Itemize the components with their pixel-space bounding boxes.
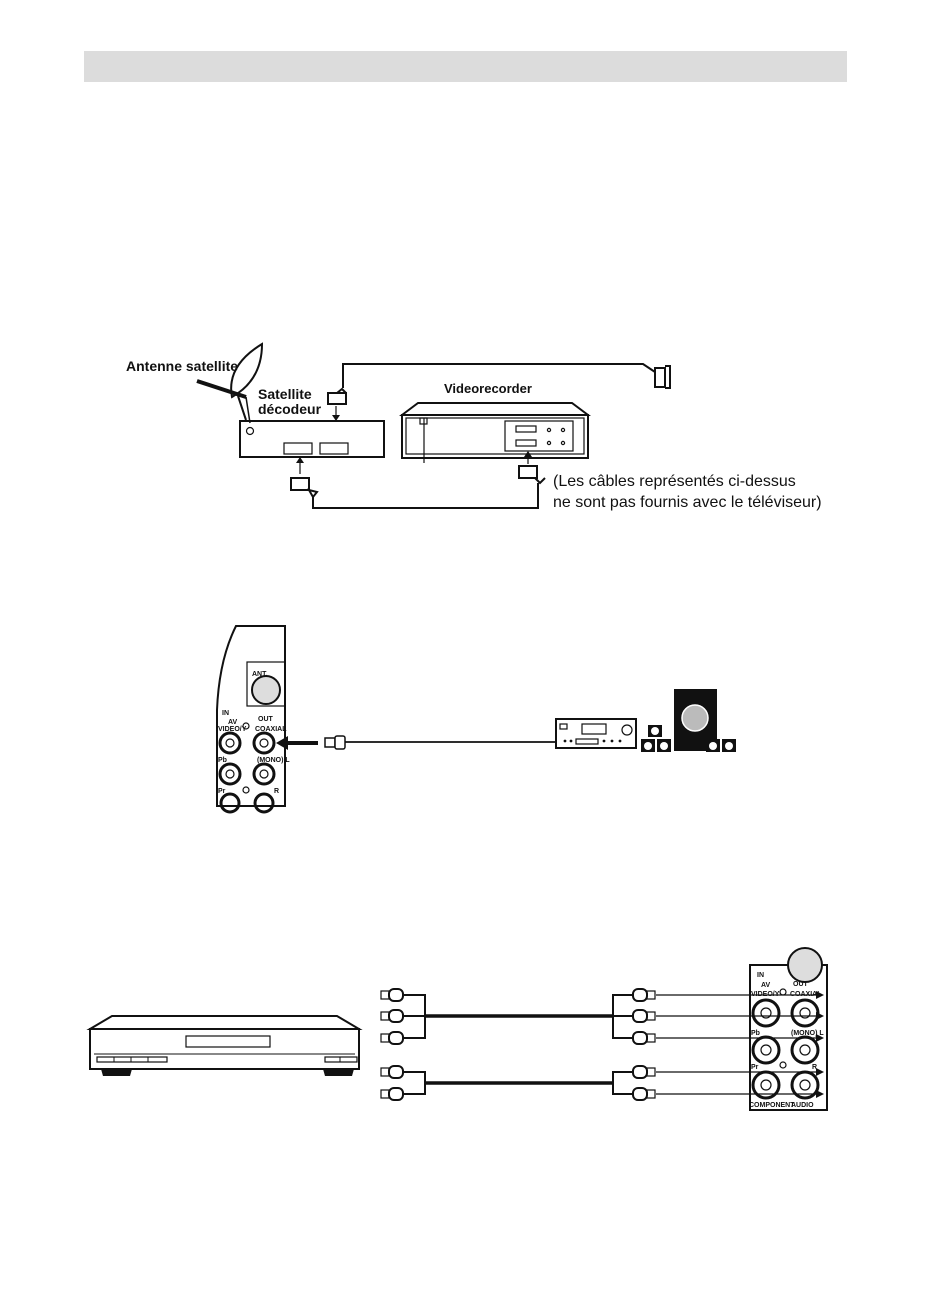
- component-label: COMPONENT: [749, 1102, 795, 1109]
- pb-label-2: Pb: [751, 1030, 760, 1037]
- in-label-2: IN: [757, 972, 764, 979]
- coaxial-arrow: [276, 736, 318, 750]
- video-y-label-2: VIDEO/Y: [751, 991, 780, 998]
- satellite-dish-icon: [197, 344, 262, 423]
- ant-label: ANT.: [252, 671, 268, 678]
- left-rca-plugs: [381, 989, 403, 1100]
- rca-jacks-right: [753, 1000, 818, 1098]
- av-label-2: AV: [761, 982, 771, 989]
- right-rca-plugs: [633, 989, 655, 1100]
- r-label: R: [274, 788, 279, 795]
- coaxial-label-2: COAXIAL: [790, 991, 822, 998]
- dvd-component-diagram: IN AV OUT VIDEO/Y COAXIAL Pb (MONO) L Pr…: [0, 955, 947, 1125]
- r-label-2: R: [812, 1064, 817, 1071]
- pr-label: Pr: [218, 788, 226, 795]
- av-amplifier-icon: [556, 719, 636, 748]
- coaxial-label: COAXIAL: [255, 726, 287, 733]
- decoder-label-line2: décodeur: [258, 401, 322, 417]
- coaxial-audio-diagram: ANT. IN AV OUT VIDEO/Y COAXIAL Pb (MONO)…: [0, 610, 947, 820]
- audio-label: AUDIO: [791, 1102, 814, 1109]
- dvd-player-icon: [90, 1016, 359, 1076]
- tv-back-panel: ANT. IN AV OUT VIDEO/Y COAXIAL Pb (MONO)…: [217, 626, 290, 812]
- connection-arrows: [656, 991, 824, 1098]
- pb-label: Pb: [218, 757, 227, 764]
- out-label: OUT: [258, 716, 274, 723]
- coaxial-cable: [325, 736, 556, 749]
- videorecorder-box: [402, 403, 588, 463]
- speakers-icon: [641, 689, 736, 752]
- satellite-vcr-diagram: Antenne satellite Satellite décodeur Vid…: [0, 0, 947, 560]
- decoder-label-line1: Satellite: [258, 386, 312, 402]
- scart-cable-decoder-vcr: [291, 451, 545, 508]
- rca-jacks: [220, 733, 274, 812]
- cable-note-line1: (Les câbles représentés ci-dessus: [553, 473, 796, 490]
- in-label: IN: [222, 710, 229, 717]
- pr-label-2: Pr: [751, 1064, 759, 1071]
- tv-back-panel-right: IN AV OUT VIDEO/Y COAXIAL Pb (MONO) L Pr…: [749, 948, 827, 1110]
- av-label: AV: [228, 719, 238, 726]
- cable-note-line2: ne sont pas fournis avec le téléviseur): [553, 494, 822, 511]
- satellite-decoder-box: [240, 421, 384, 457]
- vcr-label: Videorecorder: [444, 381, 532, 396]
- antenna-label: Antenne satellite: [126, 358, 238, 374]
- out-label-2: OUT: [793, 981, 809, 988]
- component-audio-cables: [381, 989, 824, 1100]
